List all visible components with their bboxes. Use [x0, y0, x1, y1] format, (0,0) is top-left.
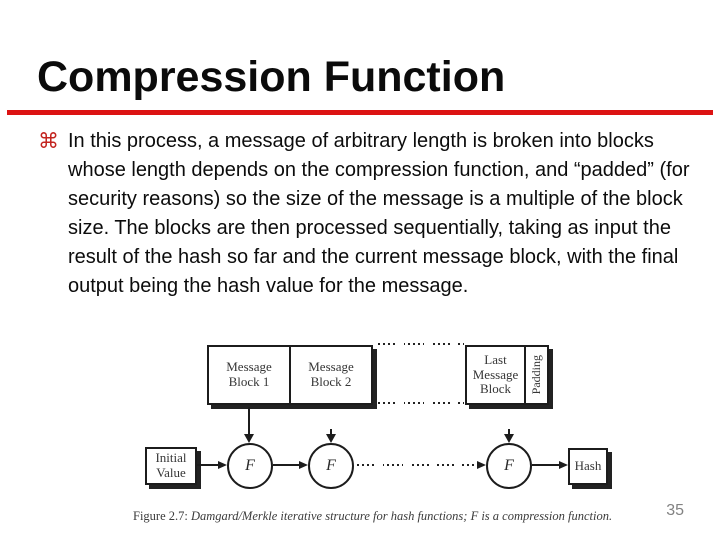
arrow-block1-to-f1-line [248, 407, 250, 435]
dotted-line-blocks-top [378, 343, 464, 345]
arrow-into-f3-head [504, 434, 514, 443]
page-number: 35 [666, 502, 684, 519]
slide-title: Compression Function [37, 53, 506, 101]
arrow-into-f2-stub [330, 429, 332, 435]
dotted-line-blocks-bottom [378, 402, 464, 404]
figure-caption-text: Damgard/Merkle iterative structure for h… [190, 509, 613, 523]
block-divider [289, 347, 291, 403]
f3-circle: F [486, 443, 532, 489]
initial-value-box: Initial Value [145, 447, 197, 485]
f1-circle: F [227, 443, 273, 489]
padding-label: Padding [528, 355, 543, 395]
padding-cell: Padding [526, 347, 547, 403]
message-block-2: Message Block 2 [308, 359, 354, 389]
arrow-block1-to-f1-head [244, 434, 254, 443]
title-underline [7, 110, 713, 115]
hash-label: Hash [574, 458, 602, 474]
bullet-text: In this process, a message of arbitrary … [68, 130, 690, 297]
dotted-line-f2-to-f3 [357, 464, 477, 466]
figure-caption: Figure 2.7: Damgard/Merkle iterative str… [133, 509, 612, 524]
arrow-iv-to-f1-line [197, 464, 219, 466]
f2-circle: F [308, 443, 354, 489]
arrow-f3-to-hash-head [559, 461, 568, 469]
hash-box: Hash [568, 448, 608, 485]
arrow-into-f2-head [326, 434, 336, 443]
figure-caption-prefix: Figure 2.7: [133, 509, 188, 523]
last-message-block-box: Last Message Block Padding [465, 345, 549, 405]
arrow-into-f3-left-head [477, 461, 486, 469]
arrow-f1-to-f2-line [273, 464, 300, 466]
command-bullet-icon: ⌘ [38, 129, 59, 153]
arrow-into-f3-stub [508, 429, 510, 435]
last-message-block: Last Message Block [472, 351, 519, 397]
bullet-item: ⌘ In this process, a message of arbitrar… [38, 127, 693, 301]
initial-value-label: Initial Value [155, 450, 187, 480]
message-block-1: Message Block 1 [226, 359, 272, 389]
arrow-f1-to-f2-head [299, 461, 308, 469]
padding-divider [524, 347, 526, 403]
message-blocks-box: Message Block 1 Message Block 2 [207, 345, 373, 405]
arrow-iv-to-f1-head [218, 461, 227, 469]
arrow-f3-to-hash-line [532, 464, 560, 466]
